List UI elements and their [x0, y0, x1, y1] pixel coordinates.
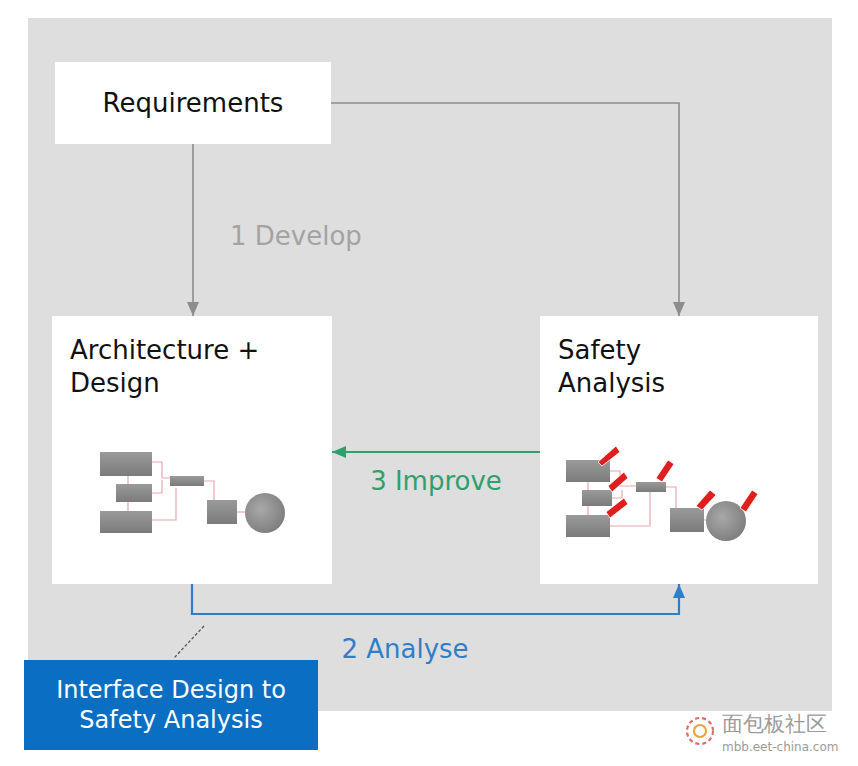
grey-panel [28, 18, 832, 711]
callout-box: Interface Design to Safety Analysis [24, 660, 318, 750]
flow-arrow [331, 103, 679, 316]
flow-arrow [192, 144, 194, 316]
box-fill [52, 316, 332, 584]
box-label: Requirements [103, 87, 284, 120]
box-label: Safety Analysis [558, 334, 748, 399]
architecture-sketch [100, 452, 285, 533]
watermark-text: mbb.eet-china.com [722, 740, 838, 754]
process-box: Architecture + Design [52, 316, 332, 584]
process-box: Safety Analysis [540, 316, 818, 584]
requirements-box: Requirements [55, 62, 331, 144]
step-label: 2 Analyse [341, 634, 468, 665]
watermark-text: 面包板社区 [722, 712, 827, 737]
step-label: 1 Develop [230, 221, 362, 252]
box-label: Interface Design to Safety Analysis [32, 675, 310, 735]
safety-sketch [566, 446, 758, 541]
leader-line [174, 626, 204, 658]
step-label: 3 Improve [370, 466, 502, 497]
watermark-logo [687, 718, 713, 744]
box-fill [540, 316, 818, 584]
box-label: Architecture + Design [70, 334, 302, 399]
flow-arrow [192, 584, 679, 614]
flow-arrow [332, 451, 540, 453]
